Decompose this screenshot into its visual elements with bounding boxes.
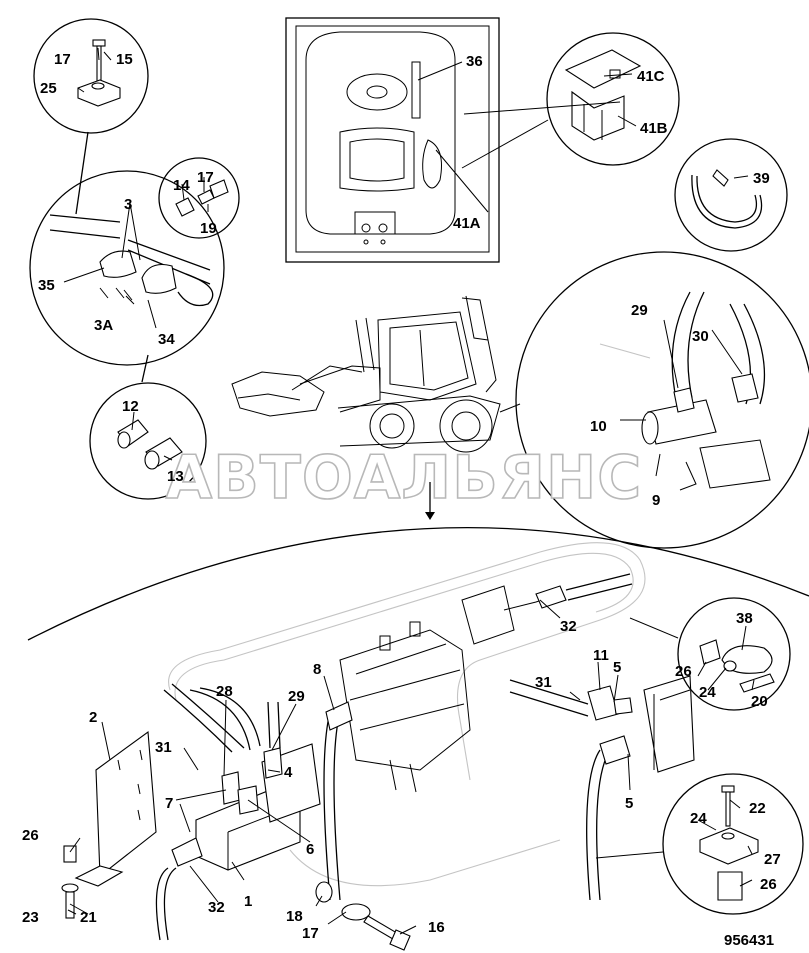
callout-5-top: 5 xyxy=(613,659,621,676)
callout-35: 35 xyxy=(38,277,55,294)
hose-inset-3-34-35 xyxy=(29,170,225,383)
callout-26-left: 26 xyxy=(22,827,39,844)
callout-10: 10 xyxy=(590,418,607,435)
callout-4: 4 xyxy=(284,764,293,781)
callout-31: 31 xyxy=(155,739,172,756)
callout-21: 21 xyxy=(80,909,97,926)
main-hydraulic-assembly xyxy=(61,542,695,951)
callout-16: 16 xyxy=(428,919,445,936)
callout-17-bolt: 17 xyxy=(302,925,319,942)
cable-tie-inset xyxy=(674,138,788,252)
callout-24-bottom: 24 xyxy=(690,810,707,827)
callout-32: 32 xyxy=(208,899,225,916)
callout-31-right: 31 xyxy=(535,674,552,691)
callout-3: 3 xyxy=(124,196,132,213)
callout-29: 29 xyxy=(288,688,305,705)
callout-27: 27 xyxy=(764,851,781,868)
callout-29-inset: 29 xyxy=(631,302,648,319)
callout-39: 39 xyxy=(753,170,770,187)
callout-36: 36 xyxy=(466,53,483,70)
callout-26-bottom: 26 xyxy=(760,876,777,893)
callout-13: 13 xyxy=(167,468,184,485)
callout-1: 1 xyxy=(244,893,252,910)
callout-17: 17 xyxy=(54,51,71,68)
backhoe-loader-illustration xyxy=(231,295,521,453)
callout-19: 19 xyxy=(200,220,217,237)
callout-3a: 3A xyxy=(94,317,113,334)
rocker-switch-inset xyxy=(461,32,680,169)
callout-41c: 41C xyxy=(637,68,665,85)
clamp-inset-bottom-right xyxy=(595,773,804,915)
callout-15: 15 xyxy=(116,51,133,68)
callout-41b: 41B xyxy=(640,120,668,137)
callout-6: 6 xyxy=(306,841,314,858)
callout-18: 18 xyxy=(286,908,303,925)
callout-28: 28 xyxy=(216,683,233,700)
clamp-inset-top-left xyxy=(33,18,149,215)
callout-12: 12 xyxy=(122,398,139,415)
callout-26-clamp: 26 xyxy=(675,663,692,680)
cab-plan-inset xyxy=(285,17,500,263)
main-detail-boundary xyxy=(27,482,809,641)
callout-41a: 41A xyxy=(453,215,481,232)
callout-17-fitting: 17 xyxy=(197,169,214,186)
callout-34: 34 xyxy=(158,331,175,348)
callout-7: 7 xyxy=(165,795,173,812)
callout-38: 38 xyxy=(736,610,753,627)
callout-2: 2 xyxy=(89,709,97,726)
leader-lines xyxy=(63,47,755,935)
callout-labels: 17 15 25 3 14 17 19 35 3A 34 12 13 36 41… xyxy=(22,51,781,949)
callout-5-bottom: 5 xyxy=(625,795,633,812)
callout-22: 22 xyxy=(749,800,766,817)
callout-14: 14 xyxy=(173,177,190,194)
callout-11: 11 xyxy=(593,647,609,664)
callout-25: 25 xyxy=(40,80,57,97)
adapter-inset-12-13 xyxy=(89,382,207,500)
callout-8: 8 xyxy=(313,661,321,678)
watermark-text: АВТОАЛЬЯНС xyxy=(166,443,643,513)
callout-20: 20 xyxy=(751,693,768,710)
callout-23: 23 xyxy=(22,909,39,926)
callout-9: 9 xyxy=(652,492,660,509)
callout-30: 30 xyxy=(692,328,709,345)
drawing-number: 956431 xyxy=(724,932,774,949)
clamp-inset-38 xyxy=(629,597,791,711)
callout-32-top: 32 xyxy=(560,618,577,635)
callout-24-clamp: 24 xyxy=(699,684,716,701)
